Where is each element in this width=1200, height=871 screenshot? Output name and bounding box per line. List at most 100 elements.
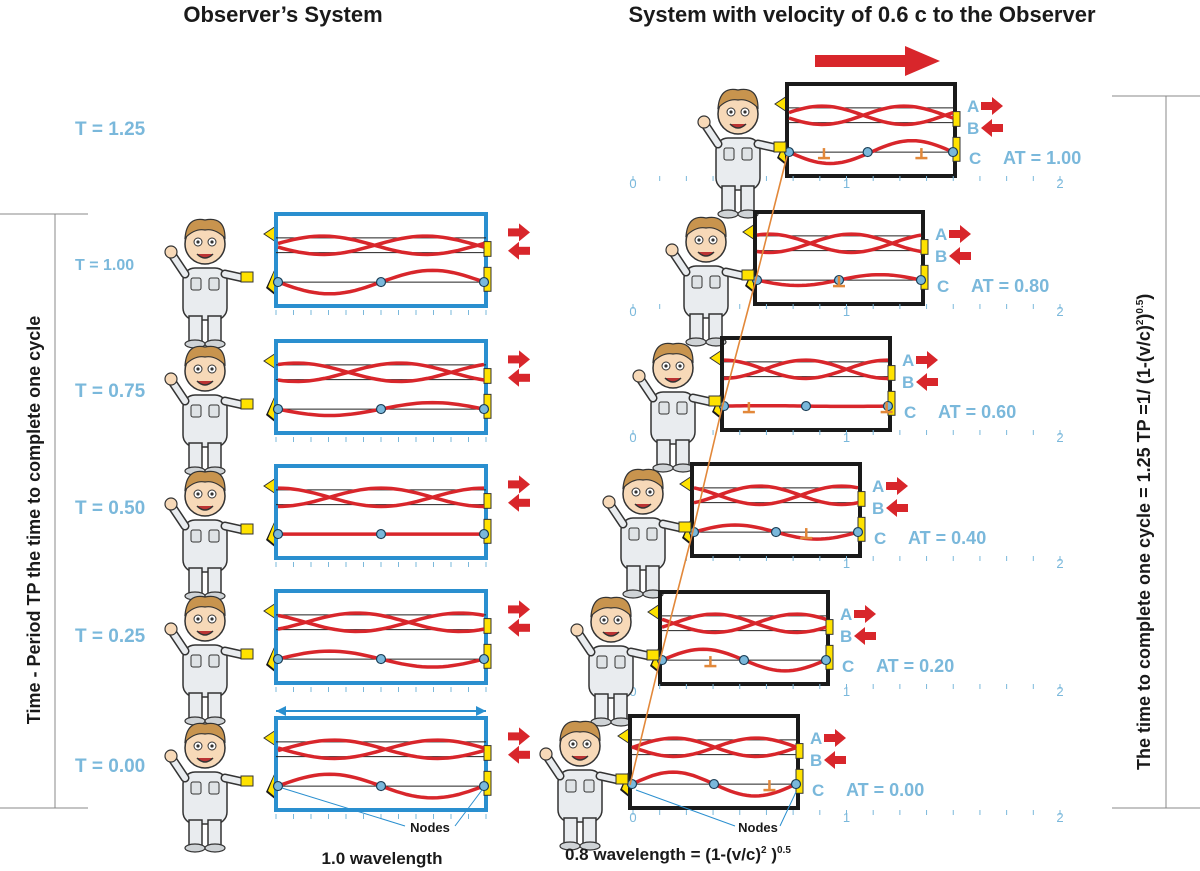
red-arrow-icon-b xyxy=(981,119,1003,137)
mirror-upper xyxy=(483,618,492,634)
arrow-shaft xyxy=(916,356,928,364)
mirror-upper xyxy=(825,619,834,635)
source-wedge-fill xyxy=(268,776,274,796)
arrow-shaft xyxy=(926,378,938,386)
observer-person-icon xyxy=(165,346,253,475)
node-marker xyxy=(708,778,720,790)
tick-label-0: 0 xyxy=(629,810,636,825)
tick-label-2: 2 xyxy=(1056,556,1063,571)
source-wedge-fill xyxy=(268,272,274,292)
arrow-head xyxy=(949,247,960,265)
left-axis-bracket xyxy=(0,213,88,809)
moving-time-label: AT = 0.80 xyxy=(971,276,1049,296)
red-arrow-icon-left xyxy=(508,493,530,512)
wave-label-c: C xyxy=(937,277,949,296)
arrow-shaft xyxy=(854,610,866,618)
red-arrow-icon-left xyxy=(508,241,530,260)
observer-cavity-0 xyxy=(165,212,530,348)
mirror-upper xyxy=(952,111,961,127)
arrow-shaft xyxy=(518,750,530,759)
arrow-head xyxy=(960,225,971,243)
node-marker xyxy=(478,403,490,415)
arrow-head xyxy=(897,477,908,495)
right-axis-bracket xyxy=(1112,95,1200,809)
tick-axis: 012 xyxy=(629,556,1064,571)
observer-ticks xyxy=(275,437,487,442)
wave-label-a: A xyxy=(810,729,822,748)
wave-label-b: B xyxy=(902,373,914,392)
wave-label-a: A xyxy=(967,97,979,116)
wave-a xyxy=(277,738,485,761)
arrow-shaft xyxy=(518,623,530,632)
arrow-head xyxy=(981,119,992,137)
time-label-1-25: T = 1.25 xyxy=(75,119,146,140)
observer-ticks xyxy=(275,562,487,567)
wave-a xyxy=(723,358,889,381)
arrow-shaft xyxy=(508,355,520,364)
light-path-line xyxy=(629,155,788,786)
wave-b xyxy=(756,232,922,255)
arrow-head xyxy=(519,475,530,494)
cavity-box xyxy=(274,464,488,560)
tick-label-2: 2 xyxy=(1056,684,1063,699)
node-marker xyxy=(272,276,284,288)
time-label-0-25: T = 0.25 xyxy=(75,626,146,647)
observer-person-icon xyxy=(165,723,253,852)
wave-label-c: C xyxy=(904,403,916,422)
node-marker xyxy=(375,528,387,540)
cavity-box xyxy=(785,82,957,178)
wave-a xyxy=(277,611,485,634)
wave-b xyxy=(277,611,485,634)
observer-person-icon xyxy=(165,596,253,725)
tick-label-0: 0 xyxy=(629,176,636,191)
nodes-label-left: Nodes xyxy=(410,820,450,835)
cavity-box xyxy=(658,590,830,686)
cavity-box xyxy=(720,336,892,432)
observer-ticks xyxy=(275,687,487,692)
photon-marker-icon xyxy=(880,402,893,414)
mirror-upper xyxy=(795,743,804,759)
photon-marker-icon xyxy=(833,276,845,288)
red-arrow-icon-right xyxy=(508,727,530,746)
arrow-shaft xyxy=(991,124,1003,132)
red-arrow-icon-a xyxy=(854,605,876,623)
source-wedge-fill xyxy=(268,649,274,669)
red-arrow-icon-a xyxy=(824,729,846,747)
node-pointer xyxy=(454,789,483,827)
wave-b xyxy=(661,612,827,635)
right-axis-label: The time to complete one cycle = 1.25 TP… xyxy=(1134,294,1154,770)
wave-b xyxy=(788,104,954,127)
red-arrow-icon-right xyxy=(508,600,530,619)
time-label-0-50: T = 0.50 xyxy=(75,498,145,519)
wave-label-c: C xyxy=(874,529,886,548)
arrow-shaft xyxy=(518,373,530,382)
arrow-shaft xyxy=(508,732,520,741)
footer-wavelength-right: 0.8 wavelength = (1-(v/c)2 )0.5 xyxy=(565,845,791,864)
node-marker xyxy=(478,780,490,792)
node-marker xyxy=(852,526,864,538)
moving-person-icon xyxy=(698,89,786,218)
cavity-box xyxy=(753,210,925,306)
red-arrow-icon-a xyxy=(981,97,1003,115)
arrow-shaft xyxy=(886,482,898,490)
time-label-0-00: T = 0.00 xyxy=(75,756,145,777)
tick-label-2: 2 xyxy=(1056,176,1063,191)
node-marker xyxy=(375,276,387,288)
red-arrow-icon-a xyxy=(886,477,908,495)
red-arrow-icon-right xyxy=(508,350,530,369)
red-arrow-icon-left xyxy=(508,368,530,387)
footer-wavelength-left: 1.0 wavelength xyxy=(322,849,443,868)
arrow-head xyxy=(519,350,530,369)
observer-system-header: Observer’s System xyxy=(183,2,382,27)
red-arrow-icon-right xyxy=(508,223,530,242)
node-marker xyxy=(272,403,284,415)
node-marker xyxy=(272,653,284,665)
arrow-head xyxy=(865,605,876,623)
red-arrow-icon-a xyxy=(949,225,971,243)
node-marker xyxy=(770,526,782,538)
